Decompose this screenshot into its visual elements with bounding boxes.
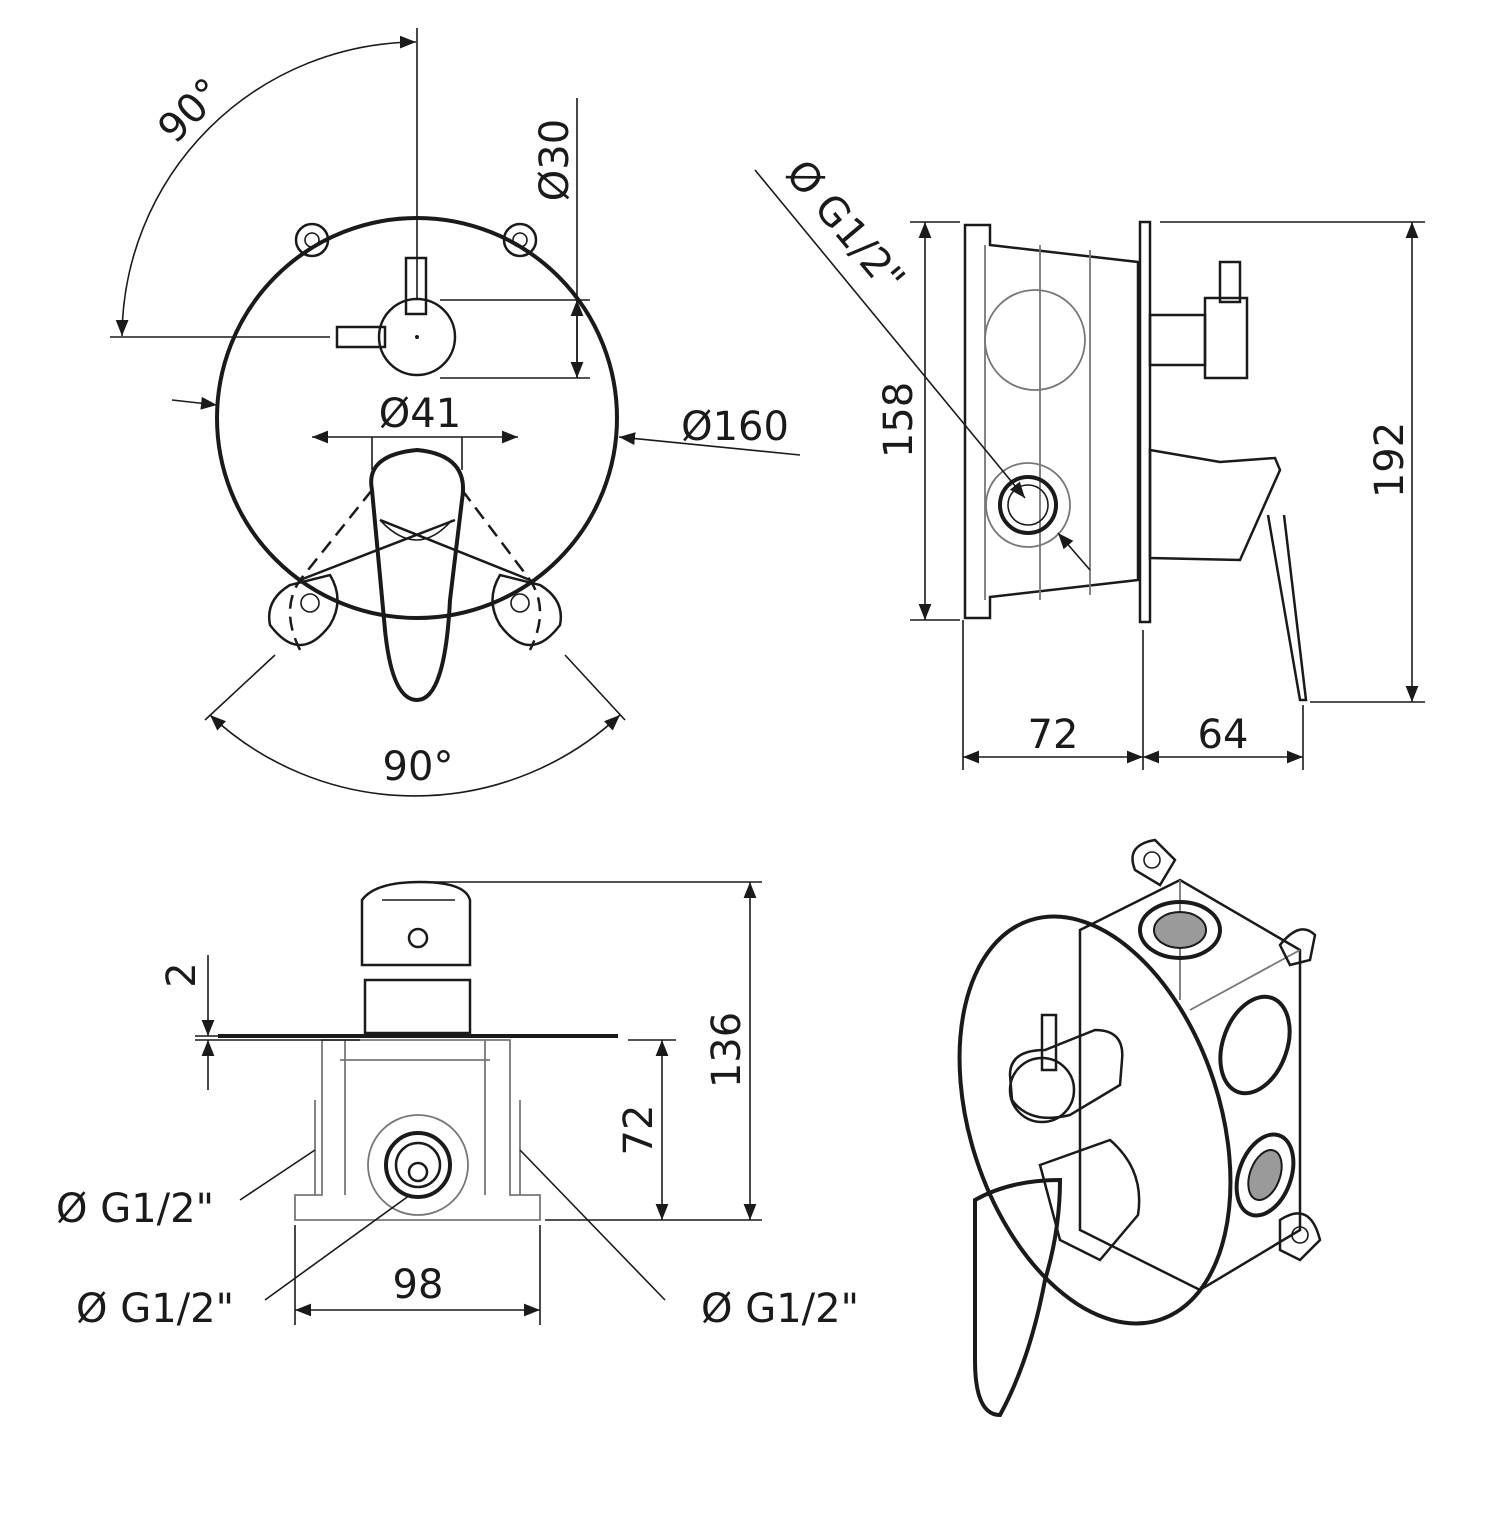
port-center-label: Ø G1/2" <box>76 1286 234 1332</box>
width-label: 98 <box>393 1262 444 1308</box>
port-left-label: Ø G1/2" <box>56 1186 214 1232</box>
front-view: 90° Ø30 Ø41 Ø160 90° <box>110 28 801 797</box>
bottom-view: 2 136 72 98 Ø G1/2" Ø G1/2" Ø G1/2" <box>56 880 859 1332</box>
height-total-label: 192 <box>1367 422 1413 498</box>
height-box-label: 158 <box>876 382 922 458</box>
depth-handle-label: 64 <box>1198 712 1249 758</box>
depth-box-label: 72 <box>1028 712 1079 758</box>
diverter-knob <box>335 256 457 377</box>
iso-cover-plate <box>957 914 1233 1326</box>
height-total-bottom-label: 136 <box>704 1012 750 1088</box>
dia-plate-label: Ø160 <box>681 404 789 450</box>
lever-handle <box>288 447 542 703</box>
upper-port <box>984 289 1086 391</box>
angle-bottom-label: 90° <box>383 744 454 790</box>
box-depth-label: 72 <box>616 1105 662 1156</box>
inlet-port <box>985 462 1071 548</box>
bottom-port <box>367 1114 469 1216</box>
port-right-label: Ø G1/2" <box>701 1286 859 1332</box>
plate-thickness-label: 2 <box>159 962 205 987</box>
dia-handle-label: Ø41 <box>379 391 461 437</box>
dia-knob-label: Ø30 <box>532 119 578 201</box>
isometric-view <box>957 838 1322 1418</box>
angle-top-label: 90° <box>149 69 232 152</box>
side-view: Ø G1/2" 158 192 72 64 <box>754 151 1425 770</box>
